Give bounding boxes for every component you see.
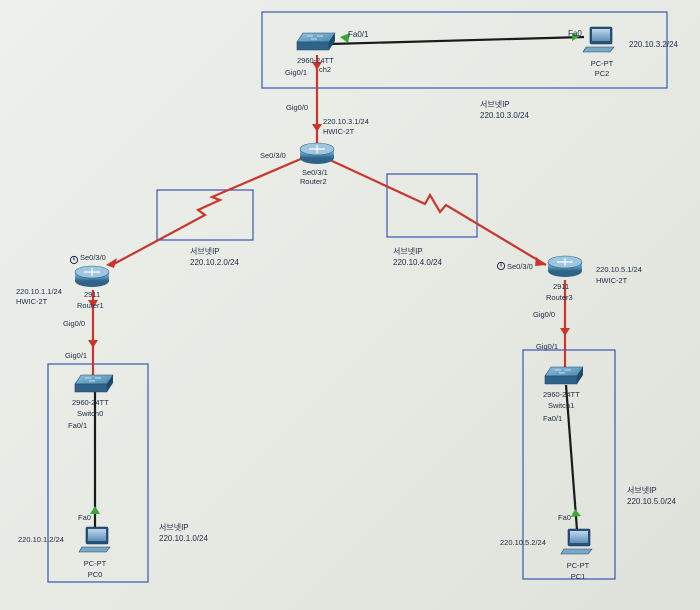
pc2-ip-label: 220.10.3.2/24 <box>629 40 678 49</box>
router2-ip-label: 220.10.3.1/24 <box>323 117 369 126</box>
router1-gig-port-label: Gig0/0 <box>63 319 86 328</box>
subnet5-ip: 220.10.5.0/24 <box>627 497 676 506</box>
router2-right-port-label: Se0/3/1 <box>302 168 328 177</box>
link-switch1-pc1[interactable] <box>564 384 579 531</box>
router1-module-label: HWIC-2T <box>16 297 48 306</box>
port-indicator <box>571 509 581 517</box>
serial-link-router1-router2[interactable] <box>111 156 304 266</box>
pc1-name-label: PC1 <box>570 572 586 581</box>
subnet1-ip: 220.10.1.0/24 <box>159 534 208 543</box>
lan1-area-box <box>47 363 149 583</box>
port-indicator <box>572 33 580 41</box>
port-indicator <box>340 33 350 43</box>
router2-module-label: HWIC-2T <box>323 127 355 136</box>
router1-ip-label: 220.10.1.1/24 <box>16 287 62 296</box>
router3-ip-label: 220.10.5.1/24 <box>596 265 642 274</box>
switch-icon[interactable] <box>296 32 336 51</box>
router2-name-label: Router2 <box>300 177 327 186</box>
power-cycle-icon[interactable] <box>69 255 79 265</box>
switch0-model-label: 2960-24TT <box>72 398 109 407</box>
switch2-uplink-port-label: Gig0/1 <box>285 68 308 77</box>
subnet2-ip: 220.10.2.0/24 <box>190 258 239 267</box>
port-indicator <box>312 124 322 132</box>
port-indicator <box>535 257 546 266</box>
port-indicator <box>88 340 98 348</box>
subnet2-title: 서브넷IP <box>190 247 220 256</box>
router1-name-label: Router1 <box>77 301 104 310</box>
router1-model-label: 2911 <box>84 290 101 299</box>
router3-name-label: Router3 <box>546 293 573 302</box>
pc0-type-label: PC-PT <box>83 559 107 568</box>
pc0-ip-label: 220.10.1.2/24 <box>18 535 64 544</box>
router3-model-label: 2911 <box>553 282 570 291</box>
pc-icon[interactable] <box>560 528 593 555</box>
router3-module-label: HWIC-2T <box>596 276 628 285</box>
switch1-pc-port-label: Fa0/1 <box>543 414 563 423</box>
power-cycle-icon[interactable] <box>496 261 506 271</box>
subnet4-title: 서브넷IP <box>393 247 423 256</box>
pc1-type-label: PC-PT <box>566 561 590 570</box>
subnet3-title: 서브넷IP <box>480 100 510 109</box>
switch-icon[interactable] <box>74 374 114 393</box>
pc-icon[interactable] <box>582 26 615 53</box>
router2-gig-port-label: Gig0/0 <box>286 103 309 112</box>
subnet5-title: 서브넷IP <box>627 486 657 495</box>
switch2-name-label: ch2 <box>319 65 332 74</box>
pc2-port-label: Fa0 <box>568 29 582 38</box>
switch0-name-label: Switch0 <box>77 409 104 418</box>
pc0-port-label: Fa0 <box>78 513 91 522</box>
router3-serial-port-label: Se0/3/0 <box>507 262 533 271</box>
router2-left-port-label: Se0/3/0 <box>260 151 286 160</box>
router-icon[interactable] <box>299 142 335 164</box>
switch0-pc-port-label: Fa0/1 <box>68 421 88 430</box>
wan2-area-box <box>156 189 254 241</box>
port-indicator <box>106 258 117 268</box>
port-indicator <box>88 300 98 308</box>
switch2-model-label: 2960-24TT <box>297 56 334 65</box>
lan5-area-box <box>522 349 616 580</box>
pc2-type-label: PC-PT <box>590 59 614 68</box>
router-icon[interactable] <box>74 265 110 287</box>
port-indicator <box>560 328 570 336</box>
wan4-area-box <box>386 173 478 238</box>
port-indicator <box>90 506 100 514</box>
switch1-model-label: 2960-24TT <box>543 390 580 399</box>
router3-gig-port-label: Gig0/0 <box>533 310 556 319</box>
pc1-ip-label: 220.10.5.2/24 <box>500 538 546 547</box>
pc1-port-label: Fa0 <box>558 513 571 522</box>
link-switch2-pc2[interactable] <box>329 35 585 46</box>
switch-icon[interactable] <box>544 366 584 385</box>
pc0-name-label: PC0 <box>87 570 103 579</box>
pc2-name-label: PC2 <box>594 69 610 78</box>
subnet1-title: 서브넷IP <box>159 523 189 532</box>
switch2-pc-port-label: Fa0/1 <box>348 30 369 39</box>
subnet3-ip: 220.10.3.0/24 <box>480 111 529 120</box>
router1-serial-port-label: Se0/3/0 <box>80 253 106 262</box>
router-icon[interactable] <box>547 255 583 277</box>
serial-link-router2-router3[interactable] <box>329 159 547 266</box>
switch0-uplink-port-label: Gig0/1 <box>65 351 88 360</box>
subnet4-ip: 220.10.4.0/24 <box>393 258 442 267</box>
switch1-name-label: Switch1 <box>548 401 575 410</box>
port-indicator <box>312 62 322 70</box>
lan3-area-box <box>261 11 668 89</box>
pc-icon[interactable] <box>78 526 111 553</box>
switch1-uplink-port-label: Gig0/1 <box>536 342 559 351</box>
